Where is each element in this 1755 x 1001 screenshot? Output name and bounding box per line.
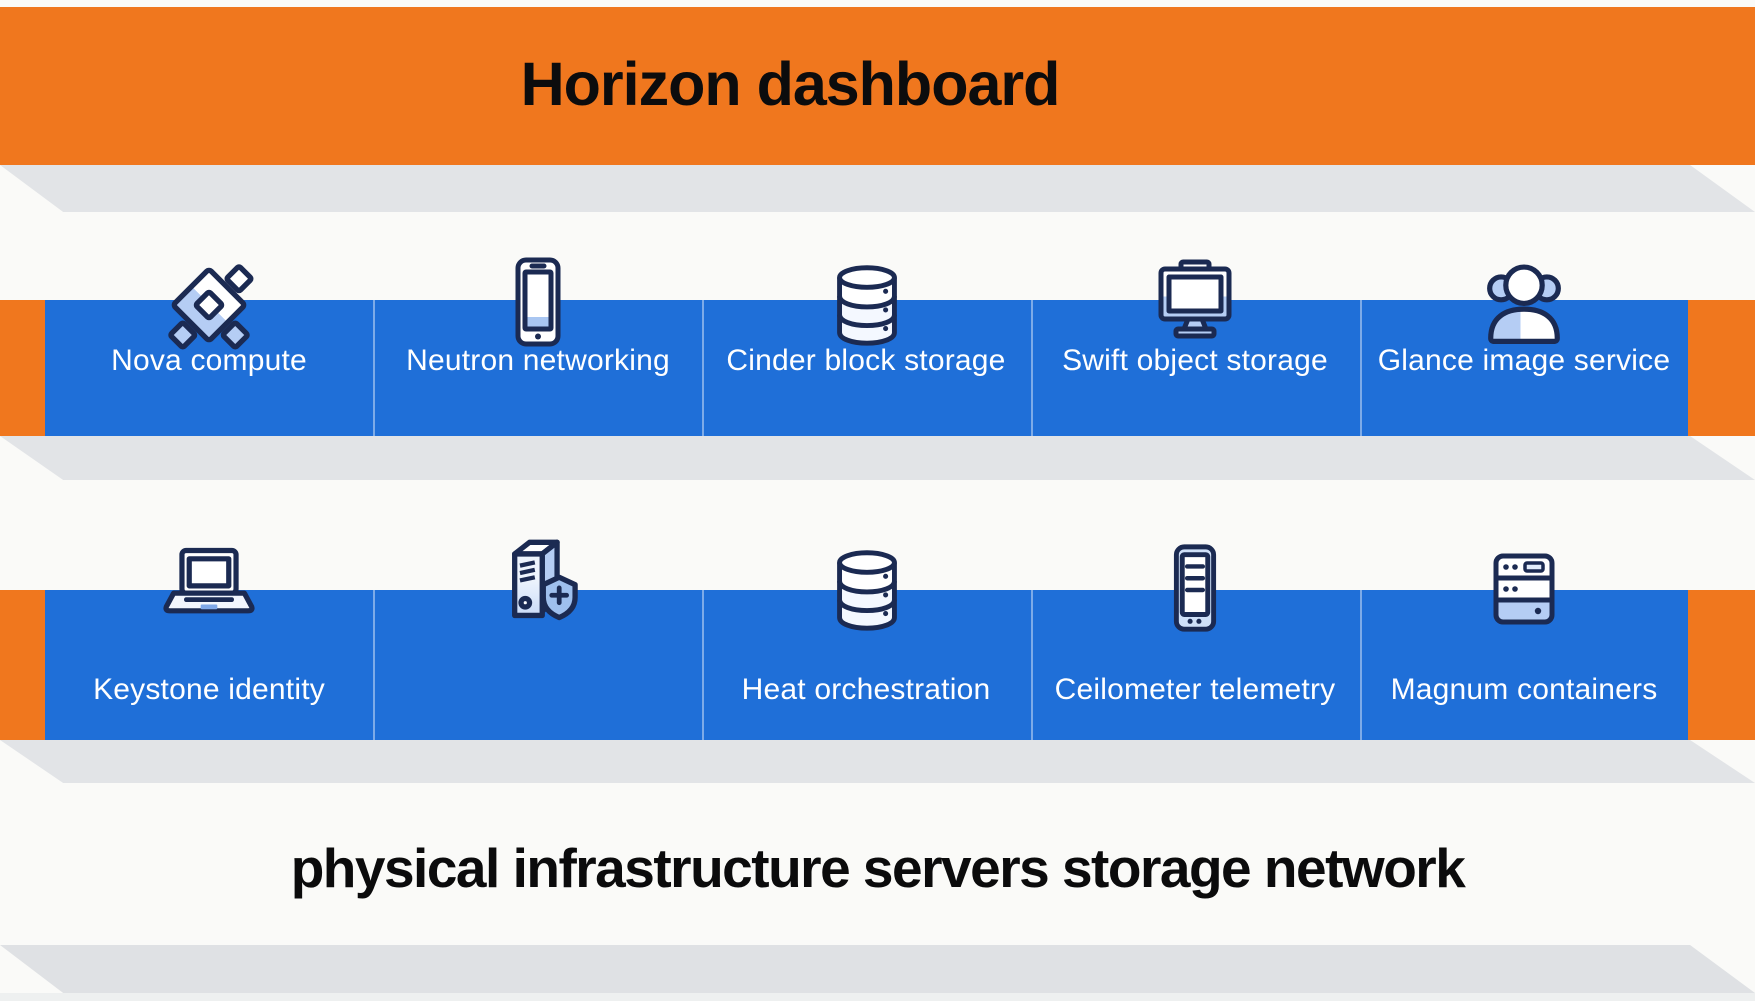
column-divider <box>373 590 375 740</box>
column-divider <box>373 300 375 436</box>
shelf-edge-lower <box>0 740 1755 783</box>
service-label-keystone: Keystone identity <box>93 673 325 706</box>
orange-edge-left-row1 <box>0 300 45 436</box>
shelf-edge-top <box>0 165 1755 212</box>
server-shield-icon <box>483 535 593 645</box>
server-rack-icon <box>1469 535 1579 645</box>
orange-edge-left-row2 <box>0 590 45 740</box>
database-icon <box>812 250 922 360</box>
shelf-edge-middle <box>0 436 1755 480</box>
shelf-edge-bottom <box>0 945 1755 993</box>
column-divider <box>702 300 704 436</box>
user-icon <box>1469 250 1579 360</box>
laptop-icon <box>154 535 264 645</box>
column-divider <box>1031 300 1033 436</box>
desktop-monitor-icon <box>1140 250 1250 360</box>
column-divider <box>1360 300 1362 436</box>
database-icon <box>812 535 922 645</box>
service-label-heat: Heat orchestration <box>741 673 991 706</box>
service-label-swift: Swift object storage <box>1062 344 1328 377</box>
column-divider <box>1031 590 1033 740</box>
service-label-nova: Nova compute <box>111 344 307 377</box>
bottom-highlight-strip <box>0 993 1755 1001</box>
column-divider <box>702 590 704 740</box>
page-title: Horizon dashboard <box>520 50 1061 118</box>
chip-icon <box>154 250 264 360</box>
tablet-list-icon <box>1140 535 1250 645</box>
service-label-cinder: Cinder block storage <box>726 344 1006 377</box>
orange-edge-right-row1 <box>1688 300 1755 436</box>
header-bar: Horizon dashboard <box>0 7 1755 165</box>
mobile-phone-icon <box>483 250 593 360</box>
service-label-ceilometer: Ceilometer telemetry <box>1054 673 1336 706</box>
service-label-neutron: Neutron networking <box>406 344 670 377</box>
service-label-glance: Glance image service <box>1377 344 1671 377</box>
physical-infrastructure-label: physical infrastructure servers storage … <box>290 837 1466 899</box>
column-divider <box>1360 590 1362 740</box>
service-label-magnum: Magnum containers <box>1390 673 1658 706</box>
orange-edge-right-row2 <box>1688 590 1755 740</box>
